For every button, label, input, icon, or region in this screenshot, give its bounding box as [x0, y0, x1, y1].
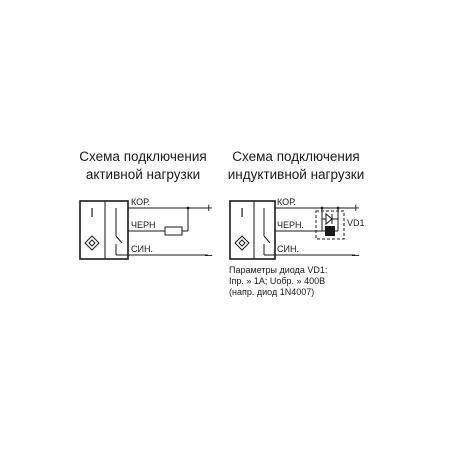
sensor-symbol-label: I [240, 205, 244, 220]
proximity-sensor-icon [84, 235, 100, 251]
sensor-outline [79, 200, 129, 260]
left-title-line1: Схема подключения [79, 149, 206, 164]
wire-label-kor: КОР. [131, 197, 150, 207]
diode-icon [322, 212, 338, 226]
relay-coil-icon [325, 226, 335, 236]
diode-params-line3: (напр. диод 1N4007) [229, 287, 314, 297]
diode-params-line1: Параметры диода VD1: [229, 265, 327, 275]
left-title-line2: активной нагрузки [86, 167, 200, 182]
wire-label-kor: КОР. [277, 197, 296, 207]
load-resistor-icon [164, 226, 183, 236]
plus-terminal: + [205, 200, 213, 215]
wire-label-chern: ЧЕРН [131, 220, 156, 230]
wire-label-sin: СИН. [277, 244, 299, 254]
junction-dot [336, 206, 340, 210]
sensor-body: I [79, 200, 129, 260]
active-load-diagram: Схема подключения активной нагрузки I КО… [79, 149, 213, 262]
junction-dot [320, 206, 324, 210]
wire-label-sin: СИН. [131, 244, 153, 254]
switch-contact-icon [115, 208, 128, 256]
sensor-body: I [229, 200, 276, 260]
right-title-line2: индуктивной нагрузки [228, 167, 364, 182]
switch-contact-icon [263, 208, 275, 256]
junction-dot [186, 206, 190, 210]
inductive-load-diagram: Схема подключения индуктивной нагрузки I… [228, 149, 365, 297]
minus-terminal: – [205, 247, 213, 262]
diode-box-outline [315, 210, 345, 240]
proximity-sensor-icon [234, 235, 250, 251]
sensor-symbol-label: I [90, 205, 94, 220]
right-title-line1: Схема подключения [232, 149, 359, 164]
diode-label: VD1 [347, 218, 365, 228]
minus-terminal: – [352, 247, 360, 262]
wire-label-chern: ЧЕРН. [277, 220, 304, 230]
sensor-outline [229, 200, 276, 260]
plus-terminal: + [352, 200, 360, 215]
diode-params-line2: Iпр. » 1A; Uобр. » 400B [229, 276, 325, 286]
